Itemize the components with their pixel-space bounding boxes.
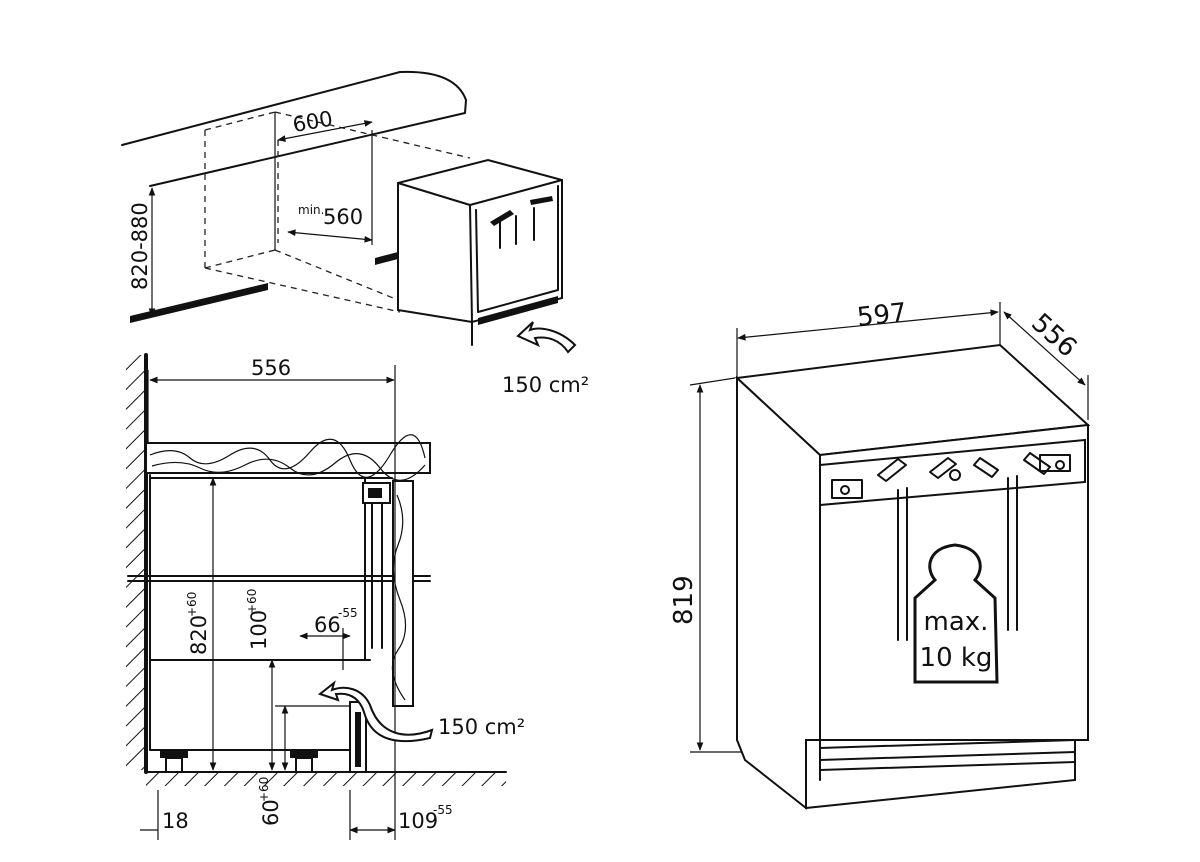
floor-hatch	[146, 772, 506, 786]
side-section: 556 820 +60 100 +60 66 -55 60 +60 18 109…	[126, 353, 525, 840]
dim-109-tol: -55	[433, 803, 453, 817]
load-line1: max.	[924, 607, 989, 637]
appliance-small	[397, 158, 563, 346]
vent-arrow-top	[516, 321, 577, 354]
niche-perspective: 600 min. 560 820-880 150 cm²	[121, 70, 589, 397]
foot-right	[290, 750, 318, 758]
dim-819: 819	[669, 575, 699, 625]
dim-60-base: 60	[259, 799, 283, 826]
dim-66: 66	[314, 613, 341, 637]
appliance-view: 597 556 819 max. 10 kg	[669, 298, 1091, 810]
dim-600: 600	[291, 106, 335, 137]
load-line2: 10 kg	[920, 643, 993, 673]
dim-60-tol: +60	[257, 777, 271, 802]
vent-area-top: 150 cm²	[502, 373, 589, 397]
dim-560-line	[287, 229, 373, 243]
dim-820-880: 820-880	[128, 202, 152, 290]
dim-560: 560	[323, 205, 363, 229]
dim-597: 597	[856, 298, 909, 333]
dim-18: 18	[162, 809, 189, 833]
dim-556-appliance: 556	[1025, 308, 1082, 364]
foot-left	[160, 750, 188, 758]
dim-100-tol: +60	[245, 589, 259, 614]
worktop-edge	[121, 70, 467, 187]
vent-area-side: 150 cm²	[438, 715, 525, 739]
appliance-base	[805, 739, 1076, 810]
dim-600-line	[277, 120, 373, 142]
dim-66-tol: -55	[338, 606, 358, 620]
dim-109: 109	[398, 809, 438, 833]
dim-100-base: 100	[247, 610, 271, 650]
wall-hatch	[126, 355, 146, 770]
plinth-bar-left	[130, 283, 268, 323]
mounting-rail	[819, 438, 1086, 507]
dim-556-side: 556	[251, 356, 291, 380]
dim-820-base: 820	[187, 615, 211, 655]
dim-min-label: min.	[298, 203, 324, 217]
vent-arrow-side	[317, 680, 434, 743]
plinth-bar-right	[375, 252, 398, 265]
dim-820-tol: +60	[185, 592, 199, 617]
weight-icon	[913, 543, 999, 684]
